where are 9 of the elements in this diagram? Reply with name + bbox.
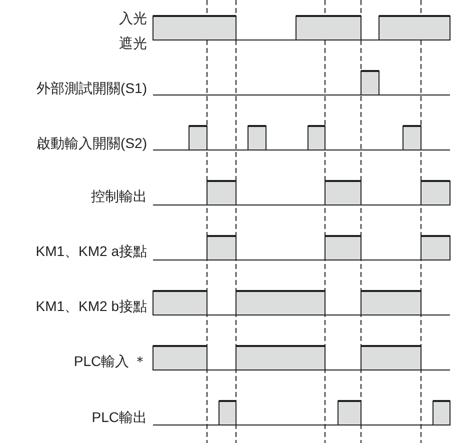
signal-label: 入光 [119,10,147,26]
signal-label: KM1、KM2 a接點 [36,243,147,259]
signal-label: 控制輸出 [91,188,147,204]
signal-label: PLC輸入 ＊ [74,353,147,369]
signal-label: 啟動輸入開關(S2) [36,135,147,151]
signal-label: 遮光 [119,35,147,51]
signal-label: KM1、KM2 b接點 [36,298,147,314]
signal-label: PLC輸出 [92,409,147,425]
signal-label: 外部測試開關(S1) [36,80,147,96]
